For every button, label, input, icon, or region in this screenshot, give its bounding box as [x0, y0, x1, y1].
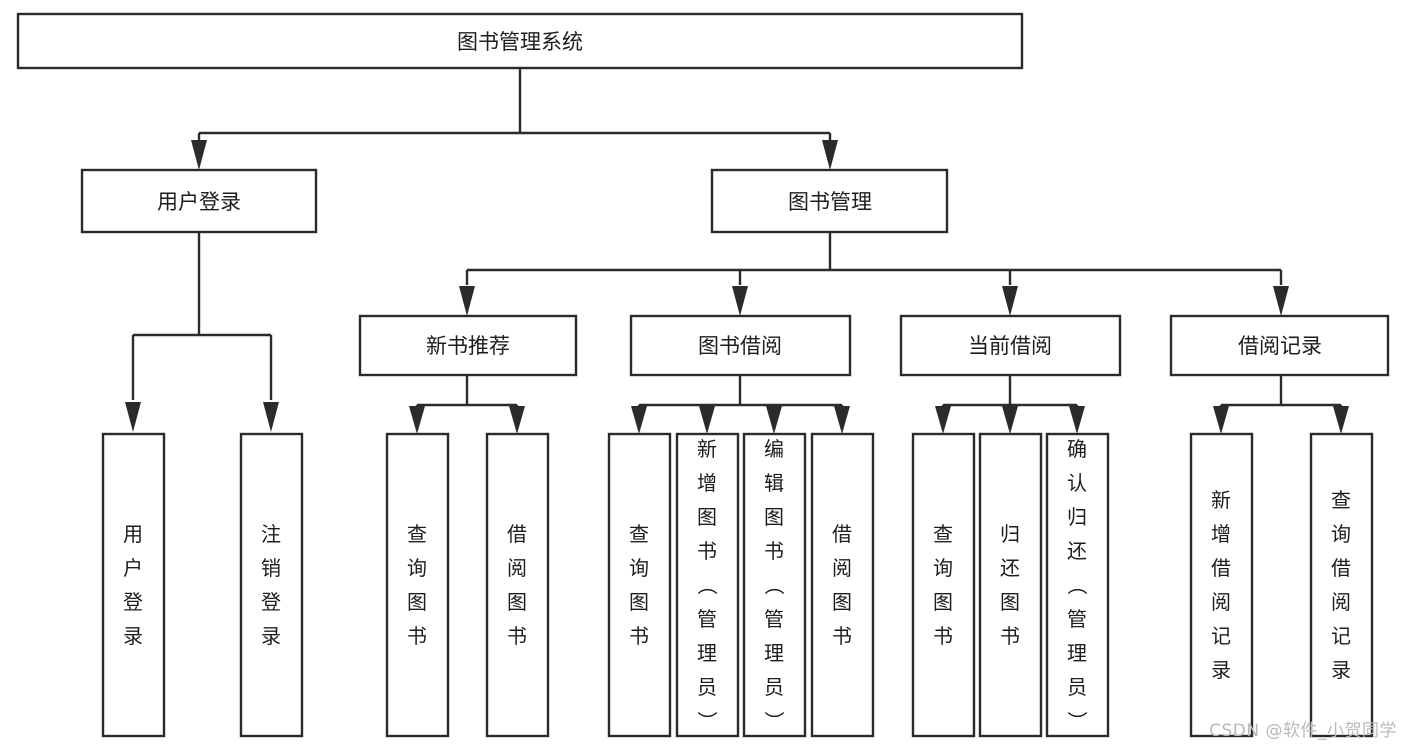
node-leaf-add-record-label: 新增借阅记录 — [1211, 488, 1231, 682]
node-leaf-add-book-box[interactable] — [675, 432, 740, 738]
node-leaf-confirm-return[interactable]: 确认归还管理员 （ ） — [1045, 432, 1110, 738]
node-leaf-edit-book-label: 编辑图书管理员 — [764, 437, 784, 699]
node-borrow-record-box[interactable] — [1169, 314, 1390, 377]
arrow-head-current-borrow — [1002, 286, 1018, 316]
node-leaf-query-book-3[interactable]: 查询图书 — [911, 432, 976, 738]
connector-layer — [125, 68, 1349, 434]
node-root[interactable]: 图书管理系统 — [16, 12, 1024, 70]
node-leaf-return-book-box[interactable] — [978, 432, 1043, 738]
node-user-login-label: 用户登录 — [157, 190, 241, 214]
node-user-login[interactable]: 用户登录 — [80, 168, 318, 234]
node-leaf-add-record-box[interactable] — [1189, 432, 1254, 738]
svg-text:（: （ — [1065, 575, 1089, 595]
svg-text:（: （ — [762, 575, 786, 595]
svg-text:）: ） — [695, 711, 719, 731]
csdn-watermark: CSDN @软件_小贺同学 — [1209, 721, 1397, 741]
node-leaf-query-book-2[interactable]: 查询图书 — [607, 432, 672, 738]
node-new-book-recommend[interactable]: 新书推荐 — [358, 314, 578, 377]
node-book-borrow-box[interactable] — [629, 314, 852, 377]
arrow-head-leaf-add-book — [699, 406, 715, 434]
node-new-book-recommend-box[interactable] — [358, 314, 578, 377]
node-leaf-borrow-book-1-box[interactable] — [485, 432, 550, 738]
leaf-nodes-layer: 用户登录 注销登录 查询图书 借阅图书 查询图书 新增图书管理员 （ ） — [101, 432, 1374, 738]
arrow-head-book-borrow — [732, 286, 748, 316]
node-leaf-user-logout[interactable]: 注销登录 — [239, 432, 304, 738]
node-user-login-box[interactable] — [80, 168, 318, 234]
node-leaf-return-book[interactable]: 归还图书 — [978, 432, 1043, 738]
node-leaf-user-login-box[interactable] — [101, 432, 166, 738]
node-leaf-query-book-1[interactable]: 查询图书 — [385, 432, 450, 738]
node-book-borrow-label: 图书借阅 — [698, 334, 782, 358]
arrow-head-leaf-add-record — [1213, 406, 1229, 434]
node-root-label: 图书管理系统 — [457, 30, 583, 54]
node-leaf-query-book-2-label: 查询图书 — [629, 522, 649, 648]
svg-text:）: ） — [1065, 711, 1089, 731]
node-leaf-query-book-3-label: 查询图书 — [933, 522, 953, 648]
arrow-head-leaf-borrow-book-2 — [834, 406, 850, 434]
node-leaf-user-login[interactable]: 用户登录 — [101, 432, 166, 738]
node-leaf-borrow-book-2-box[interactable] — [810, 432, 875, 738]
arrow-head-leaf-confirm-return — [1069, 406, 1085, 434]
node-leaf-query-book-1-label: 查询图书 — [407, 522, 427, 648]
node-borrow-record-label: 借阅记录 — [1238, 334, 1322, 358]
arrow-head-leaf-query-book-1 — [409, 406, 425, 434]
node-current-borrow-box[interactable] — [899, 314, 1122, 377]
node-current-borrow[interactable]: 当前借阅 — [899, 314, 1122, 377]
arrow-head-leaf-return-book — [1002, 406, 1018, 434]
svg-text:（: （ — [695, 575, 719, 595]
arrow-head-leaf-edit-book — [766, 406, 782, 434]
arrow-head-user-login — [191, 140, 207, 170]
node-book-manage[interactable]: 图书管理 — [710, 168, 949, 234]
node-leaf-user-logout-label: 注销登录 — [261, 522, 281, 648]
node-leaf-user-login-label: 用户登录 — [123, 522, 143, 648]
node-leaf-query-record-label: 查询借阅记录 — [1331, 488, 1351, 682]
node-leaf-return-book-label: 归还图书 — [1000, 522, 1020, 648]
node-book-manage-label: 图书管理 — [788, 190, 872, 214]
svg-text:）: ） — [762, 711, 786, 731]
node-leaf-query-book-3-box[interactable] — [911, 432, 976, 738]
node-leaf-confirm-return-box[interactable] — [1045, 432, 1110, 738]
node-root-box[interactable] — [16, 12, 1024, 70]
node-book-manage-box[interactable] — [710, 168, 949, 234]
node-leaf-confirm-return-label: 确认归还管理员 — [1067, 437, 1087, 699]
arrow-head-borrow-record — [1273, 286, 1289, 316]
node-borrow-record[interactable]: 借阅记录 — [1169, 314, 1390, 377]
node-book-borrow[interactable]: 图书借阅 — [629, 314, 852, 377]
arrow-head-new-book-recommend — [459, 286, 475, 316]
arrow-head-book-manage — [822, 140, 838, 170]
arrow-head-leaf-query-book-2 — [631, 406, 647, 434]
node-new-book-recommend-label: 新书推荐 — [426, 334, 510, 358]
node-leaf-add-record[interactable]: 新增借阅记录 — [1189, 432, 1254, 738]
node-leaf-edit-book[interactable]: 编辑图书管理员 （ ） — [742, 432, 807, 738]
node-leaf-query-book-2-box[interactable] — [607, 432, 672, 738]
node-leaf-borrow-book-1-label: 借阅图书 — [507, 522, 527, 648]
node-leaf-user-logout-box[interactable] — [239, 432, 304, 738]
node-leaf-query-record-box[interactable] — [1309, 432, 1374, 738]
arrow-head-leaf-query-book-3 — [935, 406, 951, 434]
node-leaf-borrow-book-2[interactable]: 借阅图书 — [810, 432, 875, 738]
node-current-borrow-label: 当前借阅 — [968, 334, 1052, 358]
node-leaf-borrow-book-1[interactable]: 借阅图书 — [485, 432, 550, 738]
node-leaf-add-book-label: 新增图书管理员 — [697, 437, 717, 699]
arrow-head-leaf-borrow-book-1 — [509, 406, 525, 434]
node-leaf-borrow-book-2-label: 借阅图书 — [832, 522, 852, 648]
node-leaf-query-book-1-box[interactable] — [385, 432, 450, 738]
node-leaf-add-book[interactable]: 新增图书管理员 （ ） — [675, 432, 740, 738]
node-leaf-edit-book-box[interactable] — [742, 432, 807, 738]
arrow-head-leaf-user-login — [125, 402, 141, 432]
arrow-head-leaf-query-record — [1333, 406, 1349, 434]
arrow-head-leaf-user-logout — [263, 402, 279, 432]
node-leaf-query-record[interactable]: 查询借阅记录 — [1309, 432, 1374, 738]
